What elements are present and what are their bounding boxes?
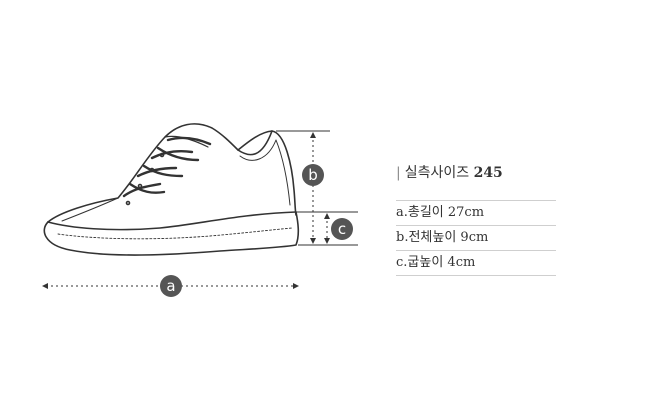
b-arrow-down bbox=[310, 238, 316, 244]
spec-heading-prefix: 실측사이즈 bbox=[404, 165, 470, 181]
shoe-eyelet bbox=[125, 200, 131, 206]
c-arrow-down bbox=[324, 238, 330, 244]
shoe-outsole bbox=[43, 211, 300, 256]
spec-panel: |실측사이즈 245 a.총길이 27cm b.전체높이 9cm c.굽높이 4… bbox=[396, 160, 556, 276]
label-c-badge: c bbox=[331, 218, 353, 240]
spec-row-heel: c.굽높이 4cm bbox=[396, 250, 556, 275]
shoe-sole-stitch bbox=[57, 227, 293, 240]
a-arrow-right bbox=[293, 283, 299, 289]
spec-heading: |실측사이즈 245 bbox=[396, 160, 556, 186]
shoe-lace-3 bbox=[136, 166, 178, 178]
c-arrow-up bbox=[324, 213, 330, 219]
shoe-illustration bbox=[43, 123, 300, 256]
label-a-text: a bbox=[166, 277, 175, 295]
a-arrow-left bbox=[42, 283, 48, 289]
shoe-toe-seam bbox=[61, 197, 119, 222]
label-b-text: b bbox=[308, 166, 318, 184]
shoe-lace-6 bbox=[156, 146, 200, 162]
spec-size: 245 bbox=[473, 165, 503, 181]
shoe-eyelet bbox=[159, 152, 165, 158]
label-a-badge: a bbox=[160, 275, 182, 297]
shoe-collar-inner bbox=[239, 139, 291, 206]
shoe-lace-5 bbox=[150, 150, 194, 160]
heading-divider: | bbox=[396, 165, 401, 181]
shoe-eyelet bbox=[137, 183, 143, 189]
shoe-eyelet bbox=[149, 167, 155, 173]
spec-row-height: b.전체높이 9cm bbox=[396, 225, 556, 250]
b-arrow-up bbox=[310, 132, 316, 138]
shoe-midsole-top bbox=[47, 211, 297, 231]
shoe-lace-2 bbox=[128, 182, 166, 194]
spec-row-length: a.총길이 27cm bbox=[396, 200, 556, 225]
shoe-lace-1 bbox=[122, 182, 162, 198]
label-c-text: c bbox=[338, 220, 346, 238]
shoe-collar bbox=[237, 130, 273, 156]
spec-rows: a.총길이 27cm b.전체높이 9cm c.굽높이 4cm bbox=[396, 200, 556, 276]
shoe-lace-4 bbox=[142, 164, 184, 178]
label-b-badge: b bbox=[302, 164, 324, 186]
shoe-lace-7 bbox=[166, 136, 212, 146]
shoe-upper-outline bbox=[47, 123, 297, 223]
